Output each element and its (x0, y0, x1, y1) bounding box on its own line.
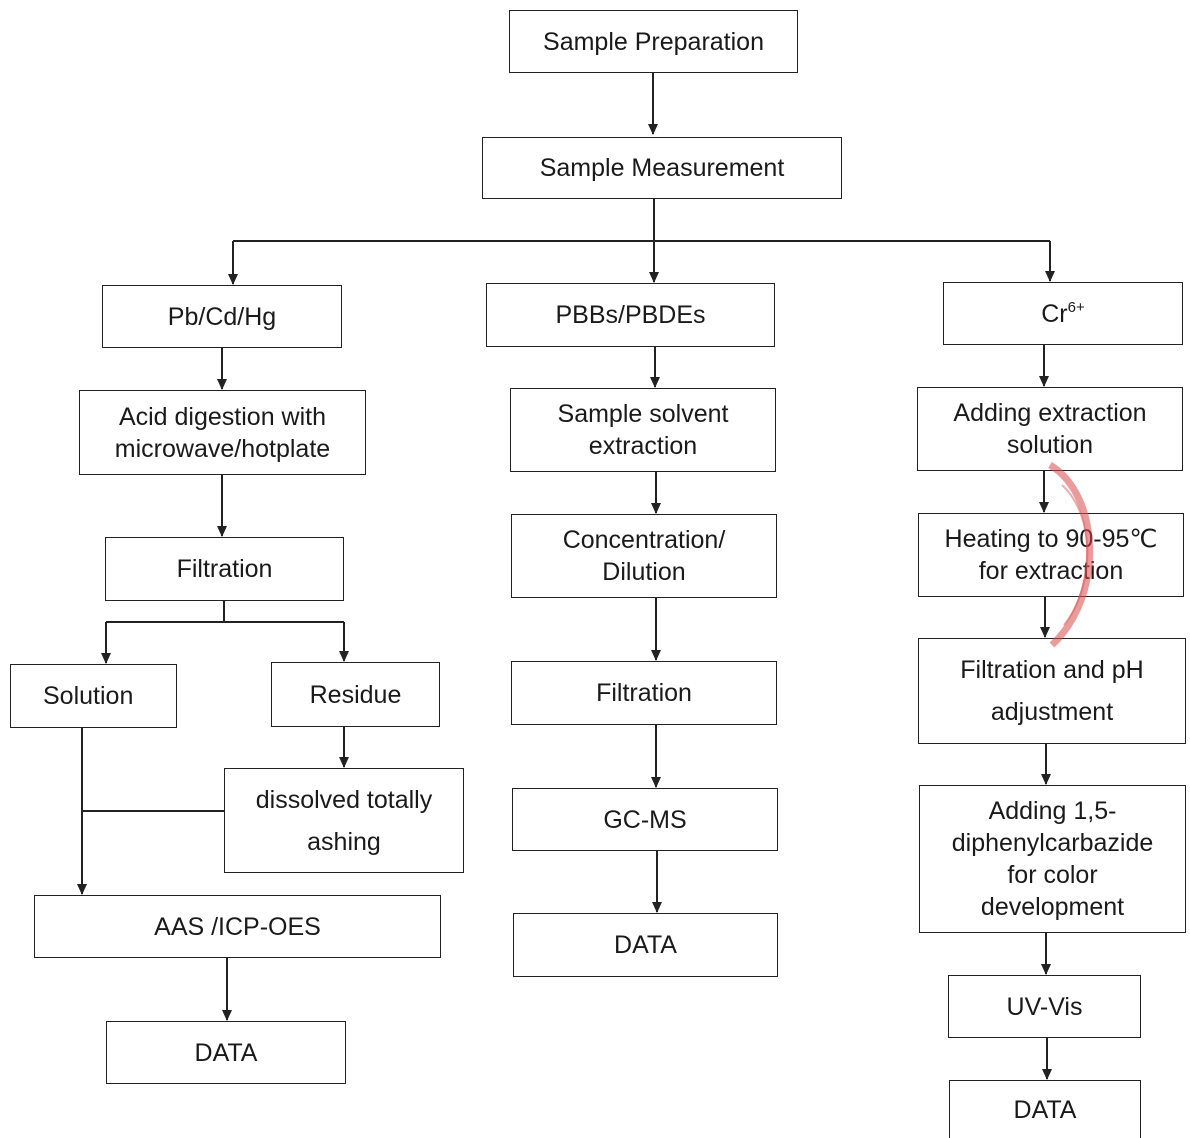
middle-filtration-label: Filtration (596, 679, 692, 707)
pbbs-pbdes-node: PBBs/PBDEs (486, 283, 775, 347)
acid-digestion-line2: microwave/hotplate (114, 434, 331, 463)
cr6-base: Cr (1041, 299, 1068, 328)
sample-preparation-label: Sample Preparation (543, 27, 764, 56)
color-development-node: Adding 1,5- diphenylcarbazide for color … (919, 785, 1186, 933)
color-line4: development (980, 893, 1125, 921)
filtration-ph-line2: adjustment (990, 698, 1114, 726)
sample-preparation-node: Sample Preparation (509, 10, 798, 73)
dissolved-ashing-node: dissolved totally ashing (224, 768, 464, 873)
concentration-line1: Concentration/ (562, 526, 726, 554)
concentration-dilution-node: Concentration/ Dilution (511, 514, 777, 598)
middle-data-node: DATA (513, 913, 778, 977)
left-data-node: DATA (106, 1021, 346, 1084)
middle-filtration-node: Filtration (511, 661, 777, 725)
right-data-label: DATA (1013, 1095, 1077, 1124)
sample-solvent-extraction-node: Sample solvent extraction (510, 388, 776, 472)
color-line3: for color (1007, 861, 1098, 889)
dissolved-line2: ashing (307, 827, 381, 856)
heating-line2: for extraction (978, 557, 1124, 585)
dissolved-line1: dissolved totally (255, 785, 433, 814)
color-line2: diphenylcarbazide (951, 829, 1154, 857)
gc-ms-label: GC-MS (603, 805, 687, 834)
heating-line1: Heating to 90-95℃ (944, 525, 1158, 553)
left-filtration-node: Filtration (105, 537, 344, 601)
acid-digestion-node: Acid digestion with microwave/hotplate (79, 390, 366, 475)
adding-extraction-node: Adding extraction solution (917, 387, 1183, 471)
acid-digestion-line1: Acid digestion with (118, 402, 327, 431)
cr6-label: Cr6+ (1041, 298, 1085, 330)
sample-measurement-label: Sample Measurement (539, 154, 785, 182)
uv-vis-label: UV-Vis (1006, 992, 1083, 1021)
solution-label: Solution (43, 682, 134, 710)
pb-cd-hg-label: Pb/Cd/Hg (167, 302, 277, 331)
concentration-line2: Dilution (602, 558, 686, 586)
residue-node: Residue (271, 662, 440, 727)
residue-label: Residue (309, 680, 402, 709)
solution-node: Solution (10, 664, 177, 728)
uv-vis-node: UV-Vis (948, 975, 1141, 1038)
extraction-line1: Sample solvent (557, 400, 729, 428)
aas-icp-oes-node: AAS /ICP-OES (34, 895, 441, 958)
cr6-node: Cr6+ (943, 282, 1183, 345)
adding-extraction-line2: solution (1006, 431, 1094, 459)
aas-icp-oes-label: AAS /ICP-OES (154, 912, 321, 941)
pbbs-pbdes-label: PBBs/PBDEs (555, 301, 706, 329)
sample-measurement-node: Sample Measurement (482, 137, 842, 199)
left-filtration-label: Filtration (176, 555, 273, 583)
gc-ms-node: GC-MS (512, 788, 778, 851)
middle-data-label: DATA (614, 931, 677, 959)
color-line1: Adding 1,5- (988, 797, 1117, 825)
adding-extraction-line1: Adding extraction (953, 399, 1147, 427)
filtration-ph-node: Filtration and pH adjustment (918, 638, 1186, 744)
heating-extraction-node: Heating to 90-95℃ for extraction (918, 513, 1184, 597)
right-data-node: DATA (949, 1080, 1141, 1138)
cr6-superscript: 6+ (1067, 298, 1085, 316)
filtration-ph-line1: Filtration and pH (960, 656, 1144, 684)
extraction-line2: extraction (588, 432, 698, 460)
pb-cd-hg-node: Pb/Cd/Hg (102, 285, 342, 348)
left-data-label: DATA (194, 1038, 258, 1067)
